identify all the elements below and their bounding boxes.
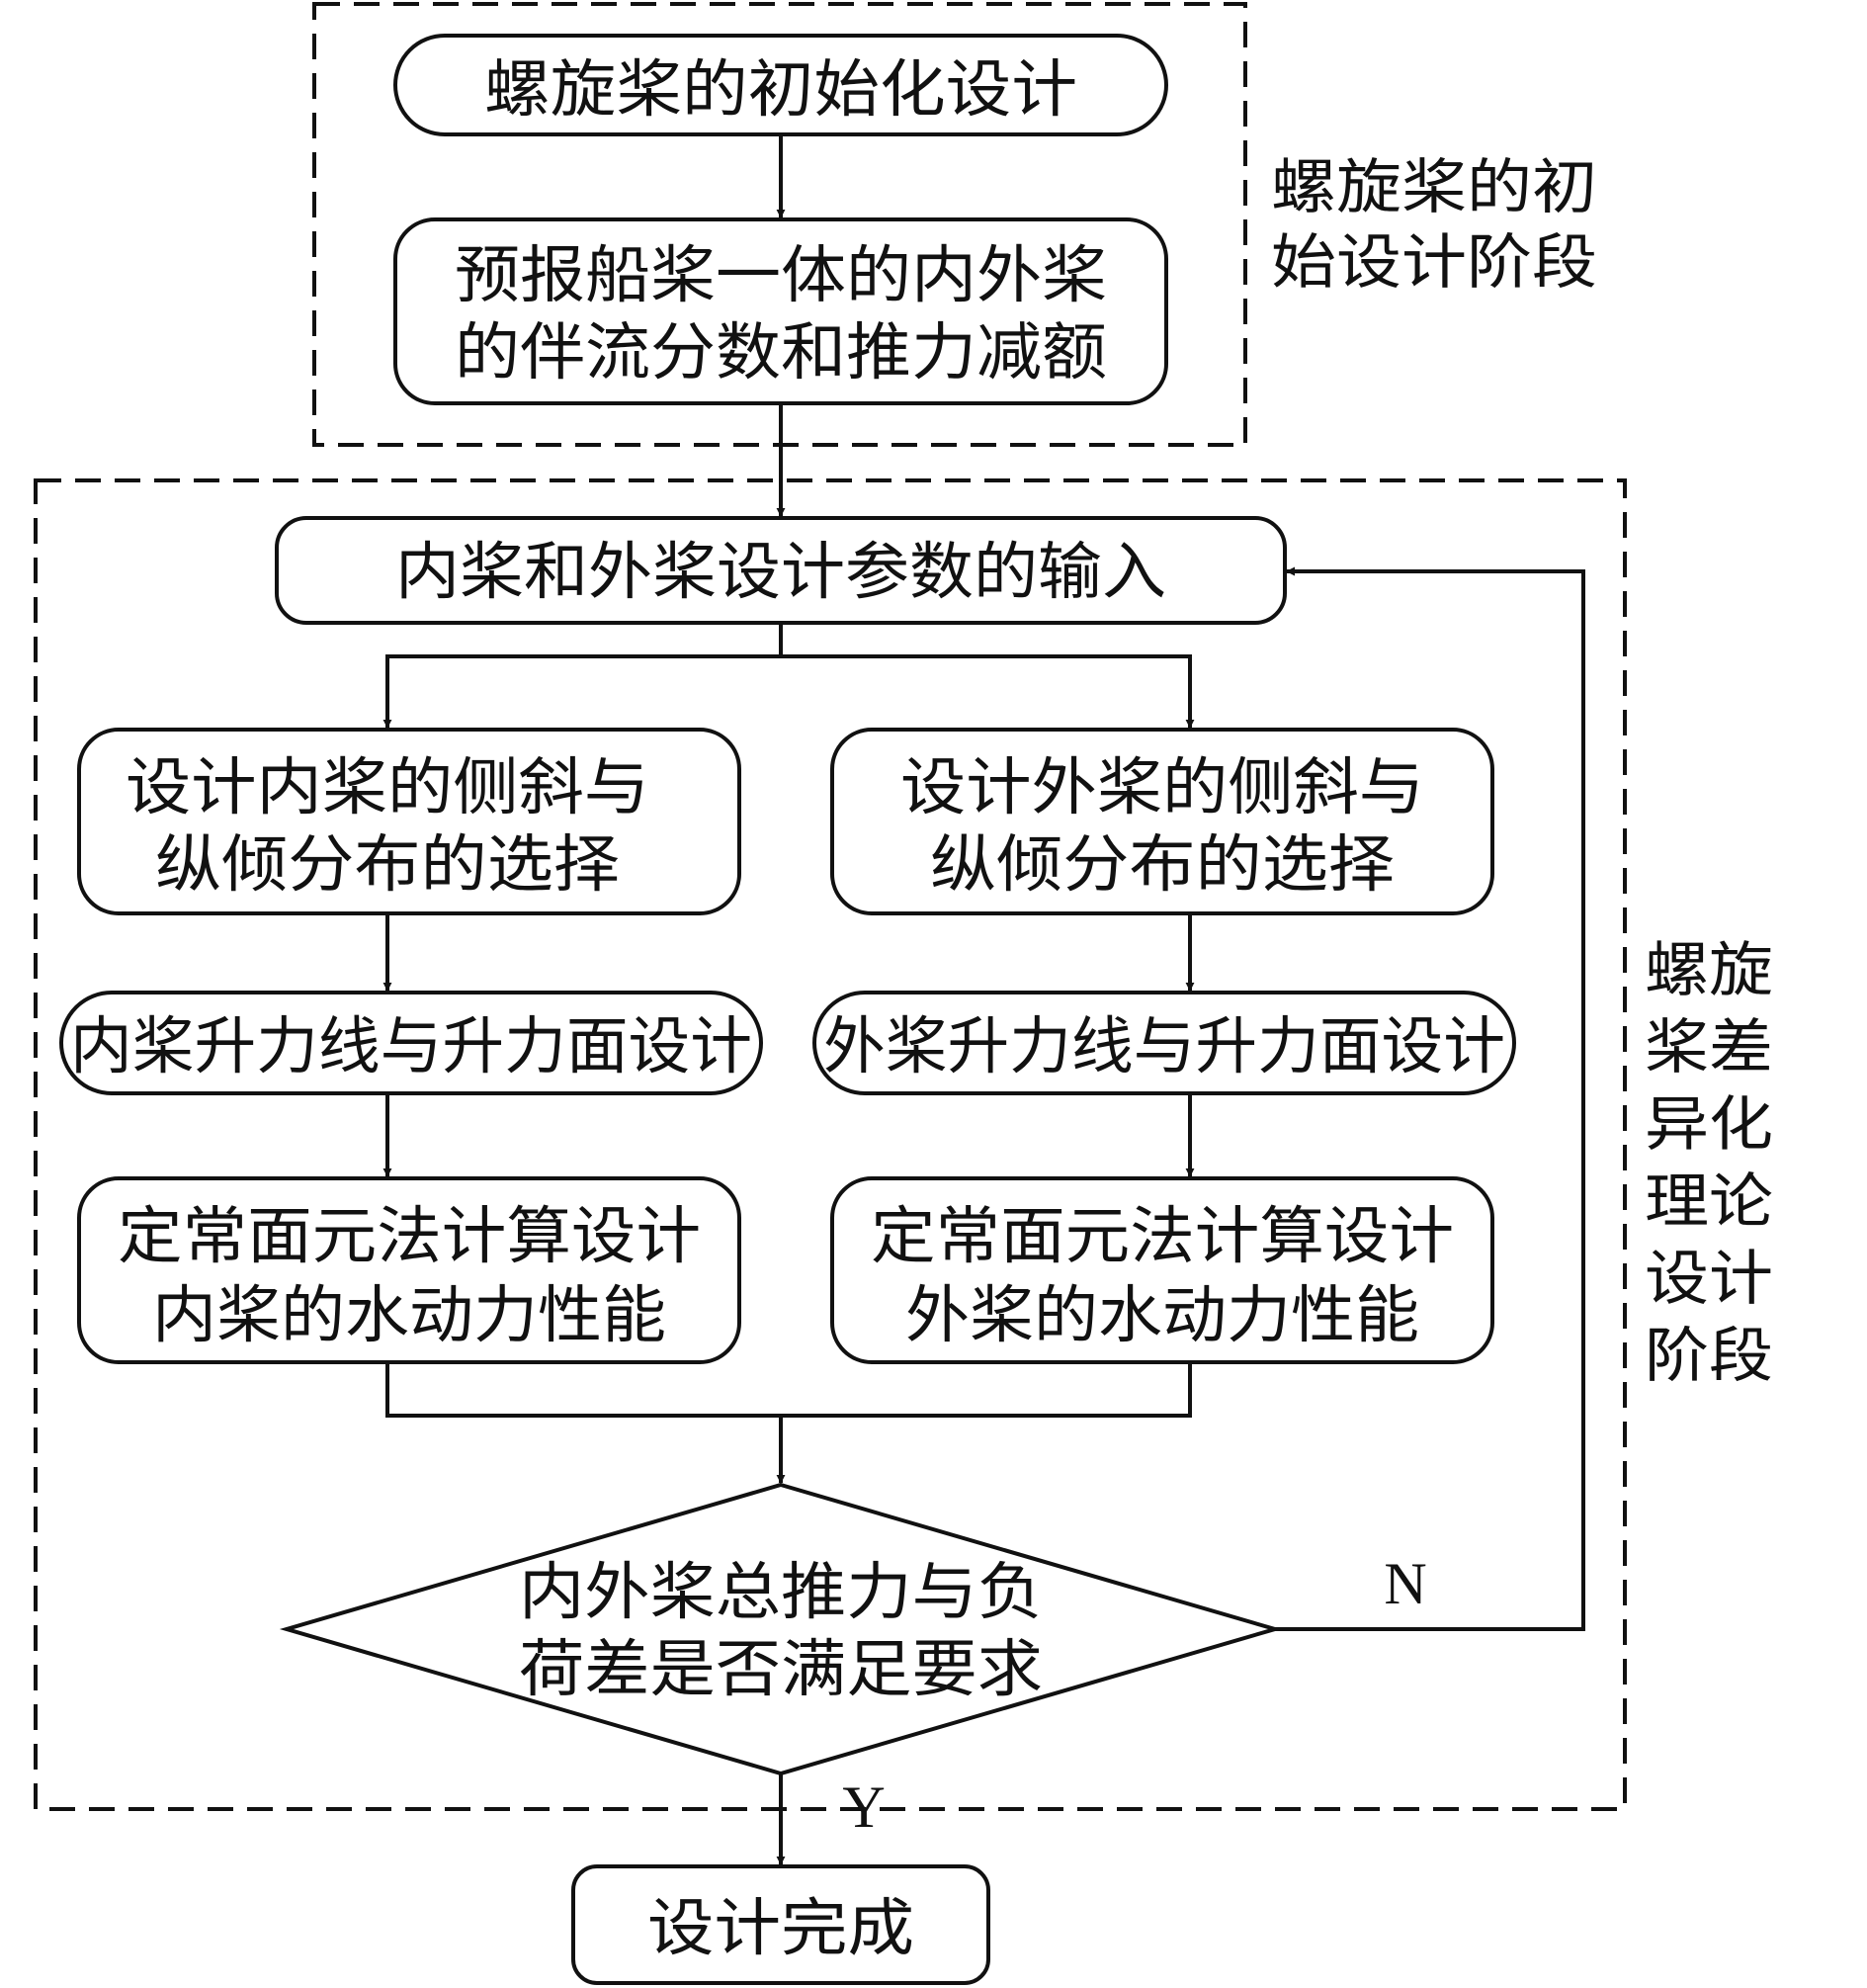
outer-lifting-label: 外桨升力线与升力面设计 [823,1010,1505,1082]
initial-stage-label-line1: 螺旋桨的初 [1271,153,1597,222]
diff-stage-label-line1: 螺旋 [1645,936,1773,1005]
diff-stage-label-line3: 异化 [1645,1090,1773,1160]
yes-label: Y [842,1774,885,1840]
diff-stage-label-line4: 理论 [1645,1167,1773,1237]
initial-stage-label-line2: 始设计阶段 [1271,228,1597,298]
inner-panel-node [77,1176,741,1364]
outer-panel-label-line2: 外桨的水动力性能 [905,1279,1419,1351]
predict-label-line2: 的伴流分数和推力减额 [455,316,1107,389]
outer-skew-node [830,728,1494,915]
no-label: N [1384,1551,1426,1616]
edge-panels-merge [385,1362,1192,1418]
input-params-label: 内桨和外桨设计参数的输入 [395,536,1166,608]
init-design-label: 螺旋桨的初始化设计 [484,53,1077,126]
decision-label-line1: 内外桨总推力与负 [519,1556,1043,1628]
predict-label-line1: 预报船桨一体的内外桨 [455,239,1107,311]
decision-node [279,1482,1283,1776]
outer-panel-label-line1: 定常面元法计算设计 [871,1200,1454,1272]
inner-panel-label-line2: 内桨的水动力性能 [152,1279,666,1351]
inner-panel-label-line1: 定常面元法计算设计 [118,1200,701,1272]
diff-stage-label-line2: 桨差 [1645,1013,1773,1082]
inner-skew-label-line2: 纵倾分布的选择 [155,828,620,901]
diff-stage-label-line6: 阶段 [1645,1322,1773,1391]
diff-stage-label-line5: 设计 [1645,1245,1773,1314]
inner-lifting-label: 内桨升力线与升力面设计 [70,1010,752,1082]
decision-label-line2: 荷差是否满足要求 [519,1633,1043,1705]
edge-input-split [382,623,783,729]
edge-decision-no-loop [1275,566,1585,1631]
outer-skew-label-line1: 设计外桨的侧斜与 [900,751,1424,823]
outer-lifting-node [812,991,1516,1095]
done-label: 设计完成 [647,1892,914,1964]
inner-lifting-node [59,991,763,1095]
diff-stage-frame [34,478,1627,1811]
outer-panel-node [830,1176,1494,1364]
inner-skew-node [77,728,741,915]
inner-skew-label-line1: 设计内桨的侧斜与 [126,751,649,823]
done-node [571,1864,990,1985]
outer-skew-label-line2: 纵倾分布的选择 [930,828,1395,901]
edge-input-split-right [781,654,1195,729]
